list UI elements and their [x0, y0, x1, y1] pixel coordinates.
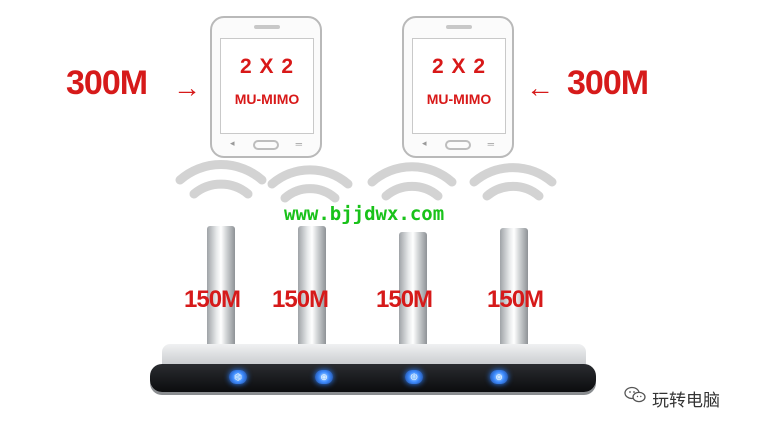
antenna — [500, 228, 528, 352]
wave-arc — [189, 179, 253, 199]
phone-left: 2 X 2 MU-MIMO ◂ ═ — [210, 16, 322, 158]
phone-screen: 2 X 2 MU-MIMO — [412, 38, 506, 134]
wave-arc — [267, 165, 353, 189]
wave-arc — [367, 162, 457, 187]
antenna — [399, 232, 427, 356]
arrow-right-icon: → — [173, 72, 201, 103]
mimo-spec: 2 X 2 — [431, 55, 487, 78]
phone-screen: 2 X 2 MU-MIMO — [220, 38, 314, 134]
wave-arc — [469, 163, 557, 187]
wechat-icon — [624, 386, 646, 403]
mimo-label: MU-MIMO — [234, 91, 300, 107]
speed-label-left: 300M — [66, 64, 148, 102]
wifi-led-icon: ⌬ — [229, 370, 247, 384]
wave-arc — [381, 181, 443, 201]
phone-speaker — [254, 25, 280, 29]
home-button-icon — [445, 140, 471, 150]
antenna — [298, 226, 326, 352]
mimo-label: MU-MIMO — [426, 91, 492, 107]
antenna-speed-label: 150M — [376, 286, 433, 313]
menu-icon: ═ — [295, 139, 302, 149]
brand-name: 玩转电脑 — [652, 391, 720, 411]
phone-speaker — [446, 25, 472, 29]
wave-arc — [482, 181, 544, 201]
router-front-panel — [150, 364, 596, 392]
antenna — [207, 226, 235, 352]
antenna-speed-label: 150M — [272, 286, 329, 313]
watermark-url: www.bjjdwx.com — [284, 203, 445, 225]
arrow-left-icon: ← — [526, 72, 554, 103]
menu-icon: ═ — [487, 139, 494, 149]
back-icon: ◂ — [230, 138, 235, 148]
antenna-speed-label: 150M — [487, 286, 544, 313]
speed-label-right: 300M — [567, 64, 649, 102]
globe-led-icon: ⊕ — [315, 370, 333, 384]
power-led-icon: ⏻ — [405, 370, 423, 384]
home-button-icon — [253, 140, 279, 150]
phone-right: 2 X 2 MU-MIMO ◂ ═ — [402, 16, 514, 158]
wave-arc — [175, 160, 267, 185]
antenna-speed-label: 150M — [184, 286, 241, 313]
back-icon: ◂ — [422, 138, 427, 148]
network-led-icon: ⊛ — [490, 370, 508, 384]
mimo-spec: 2 X 2 — [239, 55, 295, 78]
wave-arc — [280, 184, 340, 203]
